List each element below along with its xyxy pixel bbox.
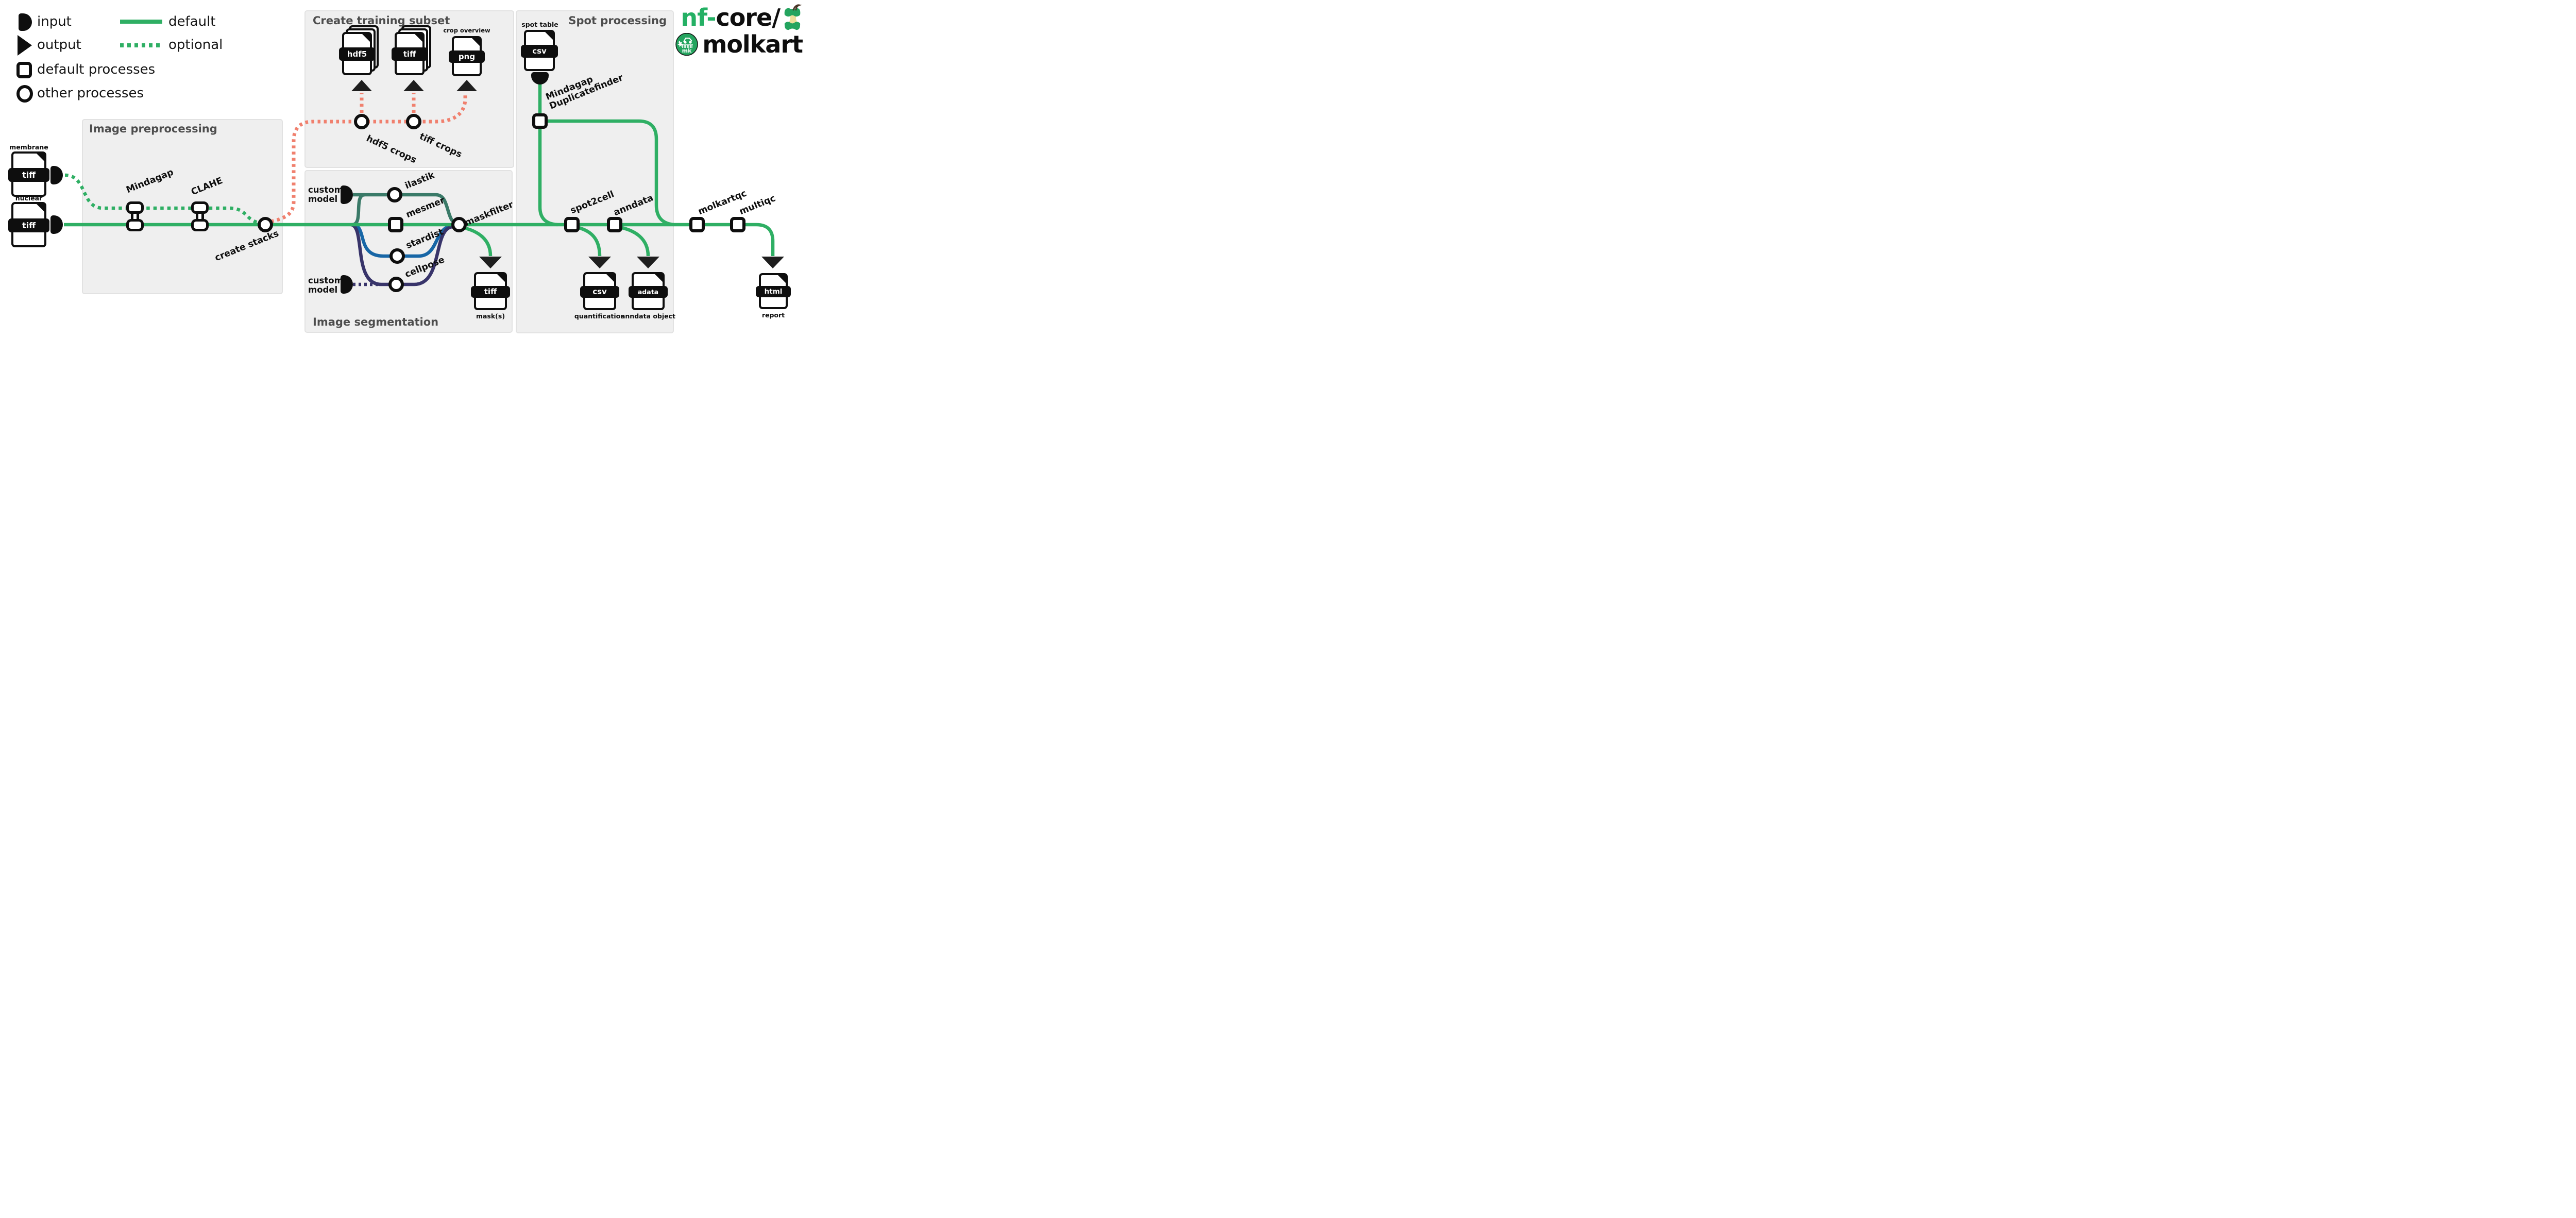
file-spot-table: csv xyxy=(521,30,558,71)
legend-default-line-label: default xyxy=(168,14,216,29)
file-hdf5-crops: hdf5 xyxy=(339,25,379,75)
legend-optional-line-icon xyxy=(120,43,162,47)
box-title-spot: Spot processing xyxy=(568,14,667,27)
file-nuclear: tiff xyxy=(8,202,49,247)
process-clahe xyxy=(191,201,209,231)
anndata-output-arrow-icon xyxy=(637,257,659,268)
file-format-badge: png xyxy=(449,50,485,63)
legend-input-label: input xyxy=(37,14,72,29)
file-fold-icon xyxy=(777,274,787,284)
connector-layer xyxy=(64,82,775,286)
legend-default-processes-label: default processes xyxy=(37,62,156,77)
molkart-badge-icon: mk xyxy=(675,33,699,56)
quantification-output-arrow-icon xyxy=(588,257,611,268)
edge-maskfilter-masks xyxy=(461,225,493,257)
file-format-badge: tiff xyxy=(471,285,510,298)
process-create-stacks xyxy=(258,217,273,232)
file-fold-icon xyxy=(654,273,664,283)
legend-default-line-icon xyxy=(120,20,162,24)
pipeline-diagram: Image preprocessing Create training subs… xyxy=(0,0,808,340)
file-crop-overview-caption: crop overview xyxy=(443,27,490,34)
file-report-caption: report xyxy=(761,311,785,319)
process-cellpose xyxy=(388,277,404,292)
process-duplicatefinder xyxy=(532,113,548,129)
file-masks-caption: mask(s) xyxy=(476,312,505,320)
file-fold-icon xyxy=(471,37,481,47)
logo-row-brand: nf-core/ xyxy=(675,4,803,31)
file-format-badge: hdf5 xyxy=(339,47,375,61)
process-mindagap xyxy=(126,201,144,231)
legend-other-processes-label: other processes xyxy=(37,86,144,101)
file-format-badge: csv xyxy=(580,285,619,298)
file-format-badge: tiff xyxy=(8,167,49,182)
legend-output-icon xyxy=(18,35,32,56)
logo-brand-black: core/ xyxy=(716,4,781,31)
file-quantification: csv xyxy=(580,272,619,310)
legend-output-label: output xyxy=(37,37,81,53)
process-anndata xyxy=(607,217,622,232)
edge-optional-membrane xyxy=(64,173,261,225)
file-tiff-crops: tiff xyxy=(392,25,431,75)
hdf5-output-arrow-icon xyxy=(351,80,372,91)
file-fold-icon xyxy=(361,33,371,43)
file-report: html xyxy=(756,273,791,309)
box-title-preprocessing: Image preprocessing xyxy=(89,123,217,135)
file-anndata-object: adata xyxy=(629,272,668,310)
file-membrane-caption: membrane xyxy=(9,143,48,151)
process-multiqc xyxy=(730,217,745,232)
file-format-badge: html xyxy=(756,286,791,297)
legend-default-process-icon xyxy=(16,62,32,78)
box-title-training: Create training subset xyxy=(313,14,450,27)
box-title-segmentation: Image segmentation xyxy=(313,316,439,328)
edge-main-to-ilastik xyxy=(352,193,365,227)
process-spot2cell xyxy=(564,217,580,232)
file-fold-icon xyxy=(605,273,615,283)
file-anndata-object-caption: anndata object xyxy=(620,312,676,320)
file-fold-icon xyxy=(36,203,45,213)
file-format-badge: tiff xyxy=(392,47,428,61)
file-fold-icon xyxy=(36,153,45,162)
legend-input-icon xyxy=(19,13,32,31)
custom-model-bottom-label: custom model xyxy=(308,276,343,295)
custom-model-top-label: custom model xyxy=(308,185,343,204)
edge-anndata-object xyxy=(616,225,650,257)
nf-core-molkart-logo: nf-core/ mk molkart xyxy=(675,4,803,58)
edge-main-default xyxy=(64,223,775,256)
file-format-badge: csv xyxy=(521,44,558,58)
process-hdf5-crops xyxy=(354,114,369,129)
logo-row-pipeline: mk molkart xyxy=(675,30,803,58)
file-fold-icon xyxy=(496,273,506,283)
file-crop-overview: png xyxy=(449,36,485,76)
process-stardist xyxy=(389,248,405,264)
file-spot-table-caption: spot table xyxy=(521,21,558,28)
process-molkartqc xyxy=(689,217,705,232)
file-format-badge: tiff xyxy=(8,218,49,232)
file-fold-icon xyxy=(544,31,554,41)
logo-brand-green: nf- xyxy=(681,4,716,31)
apple-core-icon xyxy=(784,4,802,30)
file-masks: tiff xyxy=(471,272,510,310)
file-format-badge: adata xyxy=(629,285,668,298)
file-fold-icon xyxy=(414,33,423,43)
file-membrane: tiff xyxy=(8,151,49,197)
process-mesmer xyxy=(388,217,403,232)
legend-optional-line-label: optional xyxy=(168,37,223,53)
process-maskfilter xyxy=(451,217,467,232)
logo-pipeline-name: molkart xyxy=(702,30,803,58)
edge-stardist xyxy=(352,223,453,258)
process-ilastik xyxy=(387,187,402,202)
file-nuclear-caption: nuclear xyxy=(15,194,43,202)
report-output-arrow-icon xyxy=(761,257,784,268)
masks-output-arrow-icon xyxy=(479,257,502,268)
badge-text: mk xyxy=(682,47,692,54)
png-output-arrow-icon xyxy=(456,80,477,91)
edge-duplicatefinder-molkartqc xyxy=(547,119,674,227)
edge-duplicatefinder-spot2cell xyxy=(538,128,558,227)
edge-optional-training xyxy=(270,93,467,224)
process-tiff-crops xyxy=(406,114,421,129)
legend-other-process-icon xyxy=(16,85,33,103)
tiff-output-arrow-icon xyxy=(403,80,424,91)
file-quantification-caption: quantification xyxy=(574,312,625,320)
